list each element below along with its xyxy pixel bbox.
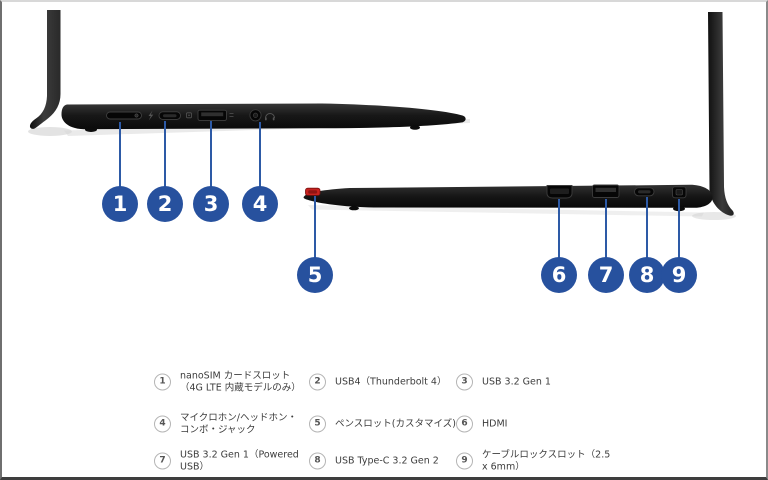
- usb-a-port: [197, 109, 234, 121]
- legend-item-3: 3 USB 3.2 Gen 1: [456, 373, 551, 391]
- pen-slot: [305, 187, 321, 196]
- callout-4-audio-jack: 4: [242, 186, 278, 222]
- hdmi-port: [546, 185, 573, 199]
- callout-9-lock-slot: 9: [661, 257, 697, 293]
- laptop-left-foot: [410, 125, 420, 130]
- callout-5-pen-slot: 5: [297, 257, 333, 293]
- legend-number-badge: 1: [154, 373, 171, 391]
- legend-item-8: 8 USB Type-C 3.2 Gen 2: [309, 452, 439, 470]
- laptop-left-side-view: [28, 10, 470, 136]
- callout-line-3: [209, 121, 213, 188]
- legend-number-badge: 7: [154, 452, 171, 470]
- laptop-left-foot: [85, 127, 97, 132]
- headset-icon: [265, 113, 275, 121]
- usb-c-gen2-port: [634, 187, 655, 197]
- legend-item-9: 9 ケーブルロックスロット（2.5 x 6mm）: [456, 450, 612, 473]
- display-square-icon: [186, 112, 192, 119]
- power-bolt-icon: [148, 110, 154, 121]
- callout-3-usb-a-port: 3: [193, 186, 229, 222]
- laptop-right-screen-edge: [708, 12, 734, 216]
- laptop-left-base: [61, 103, 466, 130]
- legend-number-badge: 6: [456, 415, 473, 433]
- legend-label: マイクロホン/ヘッドホン・コンボ・ジャック: [180, 412, 298, 436]
- legend-item-4: 4 マイクロホン/ヘッドホン・コンボ・ジャック: [154, 413, 298, 436]
- legend-number-badge: 2: [309, 373, 326, 391]
- callout-line-5: [313, 196, 317, 258]
- legend-number-badge: 9: [456, 452, 473, 470]
- callout-6-hdmi-port: 6: [541, 257, 577, 293]
- usb-c-port: [158, 111, 181, 120]
- laptop-right-foot: [349, 206, 359, 211]
- legend-label: USB 3.2 Gen 1（Powered USB）: [180, 449, 299, 473]
- legend-number-badge: 3: [456, 373, 473, 391]
- legend-label: USB 3.2 Gen 1: [482, 376, 551, 388]
- legend-number-badge: 4: [154, 415, 171, 433]
- laptop-left-screen-edge: [29, 10, 61, 129]
- legend-label: HDMI: [482, 418, 508, 430]
- callout-line-2: [163, 121, 167, 188]
- callout-line-6: [557, 199, 561, 258]
- callout-line-1: [118, 122, 122, 188]
- legend-label: ケーブルロックスロット（2.5 x 6mm）: [482, 449, 611, 473]
- callout-1-nanosim-slot: 1: [102, 186, 138, 222]
- legend-item-2: 2 USB4（Thunderbolt 4）: [309, 373, 447, 391]
- legend-label: USB Type-C 3.2 Gen 2: [335, 455, 439, 467]
- callout-line-4: [258, 122, 262, 188]
- legend-number-badge: 8: [309, 452, 326, 470]
- powered-usb-a-port: [592, 184, 620, 198]
- legend-label: ペンスロット(カスタマイズ): [335, 418, 456, 430]
- callout-8-usb-c-port: 8: [629, 257, 665, 293]
- callout-line-8: [645, 197, 649, 258]
- cable-lock-slot: [672, 186, 687, 199]
- legend-item-7: 7 USB 3.2 Gen 1（Powered USB）: [154, 450, 304, 473]
- nanosim-card-slot: [106, 111, 142, 120]
- callout-7-powered-usb: 7: [588, 257, 624, 293]
- legend-label: nanoSIM カードスロット（4G LTE 内蔵モデルのみ）: [180, 370, 301, 394]
- legend-item-1: 1 nanoSIM カードスロット（4G LTE 内蔵モデルのみ）: [154, 370, 301, 394]
- callout-line-9: [677, 199, 681, 258]
- legend-item-6: 6 HDMI: [456, 415, 508, 433]
- callout-2-usb4-port: 2: [147, 186, 183, 222]
- legend-label: USB4（Thunderbolt 4）: [335, 376, 447, 388]
- callout-line-7: [604, 199, 608, 258]
- audio-combo-jack: [249, 109, 262, 122]
- legend-number-badge: 5: [309, 415, 326, 433]
- legend-item-5: 5 ペンスロット(カスタマイズ): [309, 415, 459, 433]
